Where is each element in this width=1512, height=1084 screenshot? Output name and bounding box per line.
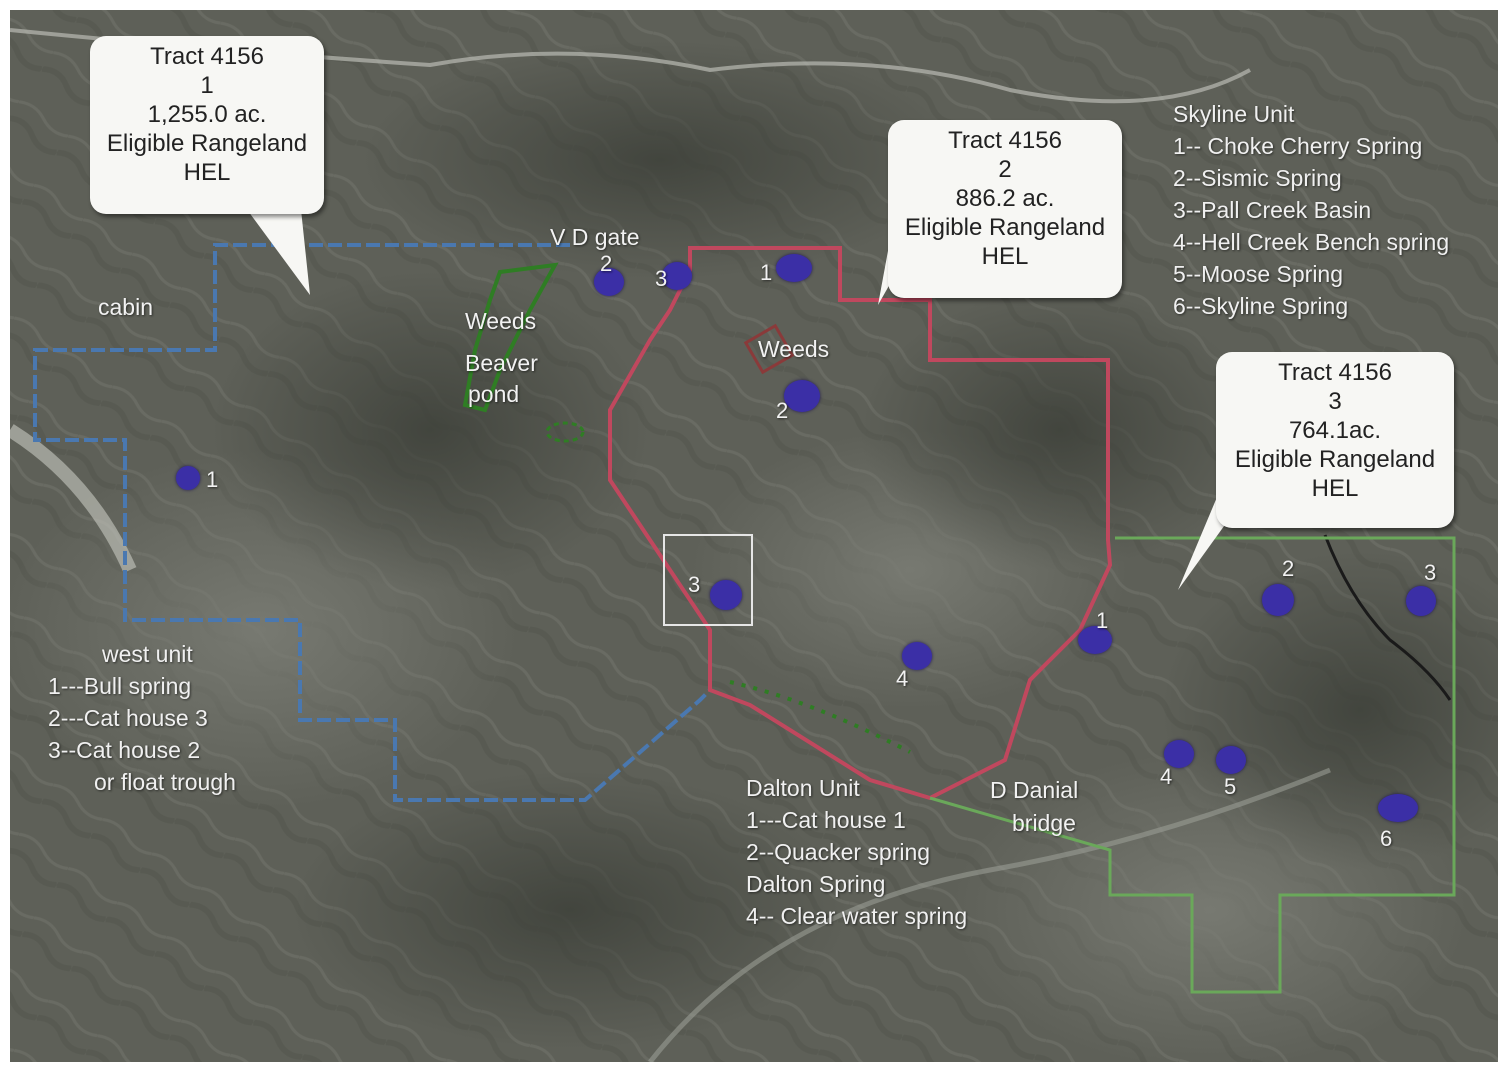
label-cabin: cabin	[98, 294, 153, 320]
callout-line: 1	[200, 72, 214, 99]
spring-marker[interactable]	[1216, 746, 1246, 774]
legend-item: or float trough	[94, 769, 236, 795]
marker-number: 1	[1096, 608, 1109, 633]
label-bridge: bridge	[1012, 810, 1076, 836]
marker-number: 4	[1160, 764, 1173, 789]
legend-item: 2--Quacker spring	[746, 839, 931, 865]
spring-marker[interactable]	[1262, 584, 1294, 616]
callout-line: Tract 4156	[1278, 359, 1392, 386]
aerial-map: Tract 4156 1 1,255.0 ac. Eligible Rangel…	[10, 10, 1498, 1062]
label-weeds: Weeds	[465, 308, 537, 334]
marker-number: 3	[688, 572, 701, 597]
marker-number: 6	[1380, 826, 1393, 851]
legend-item: 1---Bull spring	[48, 673, 192, 699]
spring-marker[interactable]	[776, 254, 812, 282]
legend-item: 5--Moose Spring	[1173, 261, 1344, 287]
spring-marker[interactable]	[902, 642, 932, 670]
legend-item: 2--Sismic Spring	[1173, 165, 1342, 191]
callout-line: Eligible Rangeland	[1234, 446, 1436, 473]
spring-marker[interactable]	[1164, 740, 1194, 768]
label-weeds: Weeds	[758, 336, 830, 362]
callout-line: 1,255.0 ac.	[147, 101, 267, 128]
callout-line: HEL	[981, 243, 1029, 270]
label-pond: pond	[468, 381, 520, 407]
legend-item: 3--Cat house 2	[48, 737, 201, 763]
callout-line: 886.2 ac.	[955, 185, 1055, 212]
label-beaver: Beaver	[465, 350, 538, 376]
legend-item: Dalton Spring	[746, 871, 886, 897]
marker-number: 4	[896, 666, 909, 691]
spring-marker[interactable]	[1406, 586, 1436, 616]
callout-line: Eligible Rangeland	[106, 130, 308, 157]
callout-line: 2	[998, 156, 1012, 183]
legend-item: 2---Cat house 3	[48, 705, 208, 731]
callout-tail-tract1	[240, 200, 310, 295]
legend-title: Dalton Unit	[746, 775, 860, 801]
marker-number: 2	[1282, 556, 1295, 581]
skyline-unit-boundary	[929, 536, 1456, 994]
spring-marker[interactable]	[662, 262, 692, 290]
spring-marker[interactable]	[710, 580, 742, 610]
callout-line: HEL	[1311, 475, 1359, 502]
dry-wash	[10, 424, 137, 573]
weeds-beaver-pond-outline	[462, 262, 559, 413]
west-unit-boundary	[33, 243, 712, 802]
legend-item: 6--Skyline Spring	[1173, 293, 1349, 319]
legend-item: 4-- Clear water spring	[746, 903, 968, 929]
legend-item: 3--Pall Creek Basin	[1173, 197, 1372, 223]
legend-title: west unit	[102, 641, 193, 667]
spring-marker[interactable]	[176, 466, 200, 490]
callout-line: HEL	[183, 159, 231, 186]
highlight-box	[663, 534, 753, 626]
legend-west-unit: west unit 1---Bull spring 2---Cat house …	[48, 638, 236, 798]
legend-item: 1---Cat house 1	[746, 807, 906, 833]
marker-number: 3	[655, 266, 668, 291]
legend-item: 4--Hell Creek Bench spring	[1173, 229, 1450, 255]
marker-number: 2	[776, 398, 789, 423]
callout-line: Tract 4156	[948, 127, 1062, 154]
terrain-dark-patch	[1160, 550, 1498, 870]
legend-item: 1-- Choke Cherry Spring	[1173, 133, 1423, 159]
terrain-dark-patch	[860, 290, 1260, 570]
weeds-patch	[545, 421, 585, 443]
terrain-dark-patch	[360, 40, 960, 280]
weeds-area-outline	[743, 323, 795, 375]
map-canvas	[10, 10, 1498, 1062]
marker-number: 2	[600, 251, 613, 276]
legend-title: Skyline Unit	[1173, 101, 1295, 127]
spring-marker[interactable]	[784, 380, 820, 412]
marker-number: 1	[206, 467, 219, 492]
terrain-dark-patch	[210, 270, 650, 590]
spring-marker[interactable]	[1378, 794, 1418, 822]
callout-tract-1: Tract 4156 1 1,255.0 ac. Eligible Rangel…	[90, 36, 324, 214]
label-vd-gate: V D gate	[550, 224, 640, 250]
marker-number: 1	[760, 260, 773, 285]
callout-line: 3	[1328, 388, 1342, 415]
spring-marker[interactable]	[1078, 626, 1112, 654]
label-d-danial: D Danial	[990, 777, 1079, 803]
callout-tract-2: Tract 4156 2 886.2 ac. Eligible Rangelan…	[888, 120, 1122, 298]
spring-marker[interactable]	[594, 268, 624, 296]
callout-line: Tract 4156	[150, 43, 264, 70]
callout-line: 764.1ac.	[1288, 417, 1382, 444]
creek	[1323, 534, 1452, 701]
legend-skyline-unit: Skyline Unit 1-- Choke Cherry Spring 2--…	[1173, 98, 1449, 322]
callout-line: Eligible Rangeland	[904, 214, 1106, 241]
legend-dalton-unit: Dalton Unit 1---Cat house 1 2--Quacker s…	[746, 772, 967, 932]
road	[648, 767, 1331, 1062]
marker-number: 5	[1224, 774, 1237, 799]
callout-tract-3: Tract 4156 3 764.1ac. Eligible Rangeland…	[1216, 352, 1454, 528]
terrain-dark-patch	[290, 770, 850, 1050]
marker-number: 3	[1424, 560, 1437, 585]
